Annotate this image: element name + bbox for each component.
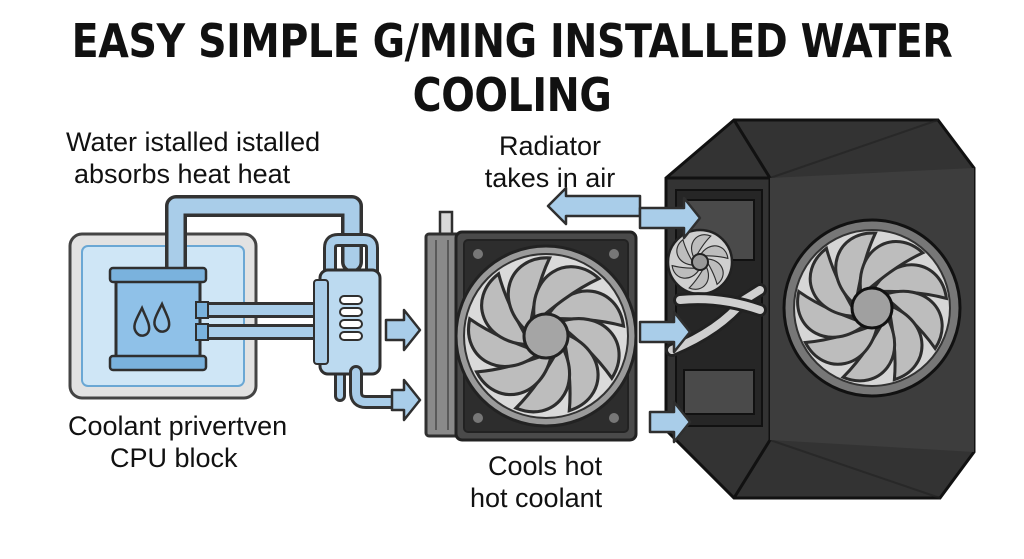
arrow-right-icon [638,196,702,444]
coolant-label-line1: Coolant privertven [68,411,288,441]
case-fan-inner [666,228,734,296]
cools-label-line2: hot coolant [470,483,603,513]
water-drop-icon [133,300,171,337]
coolant-tubes [165,195,379,402]
water-label-line1: Water istalled istalled [66,127,321,157]
pump-icon [313,268,382,376]
water-label-line2: absorbs heat heat [74,159,291,189]
coolant-label-line2: CPU block [110,443,238,473]
case-tubes [665,283,767,357]
return-tube [349,365,401,409]
cpu-block-icon [108,266,209,372]
arrow-left-icon [546,186,642,226]
page-title: EASY SIMPLE G/MING INSTALLED WATER COOLI… [71,14,953,122]
fan-icon [782,218,962,398]
fan-icon [454,244,638,428]
arrow-right-icon [384,308,422,422]
cools-label-line1: Cools hot [488,451,603,481]
radiator-label-line1: Radiator [498,131,602,161]
radiator-label-line2: takes in air [484,163,616,193]
